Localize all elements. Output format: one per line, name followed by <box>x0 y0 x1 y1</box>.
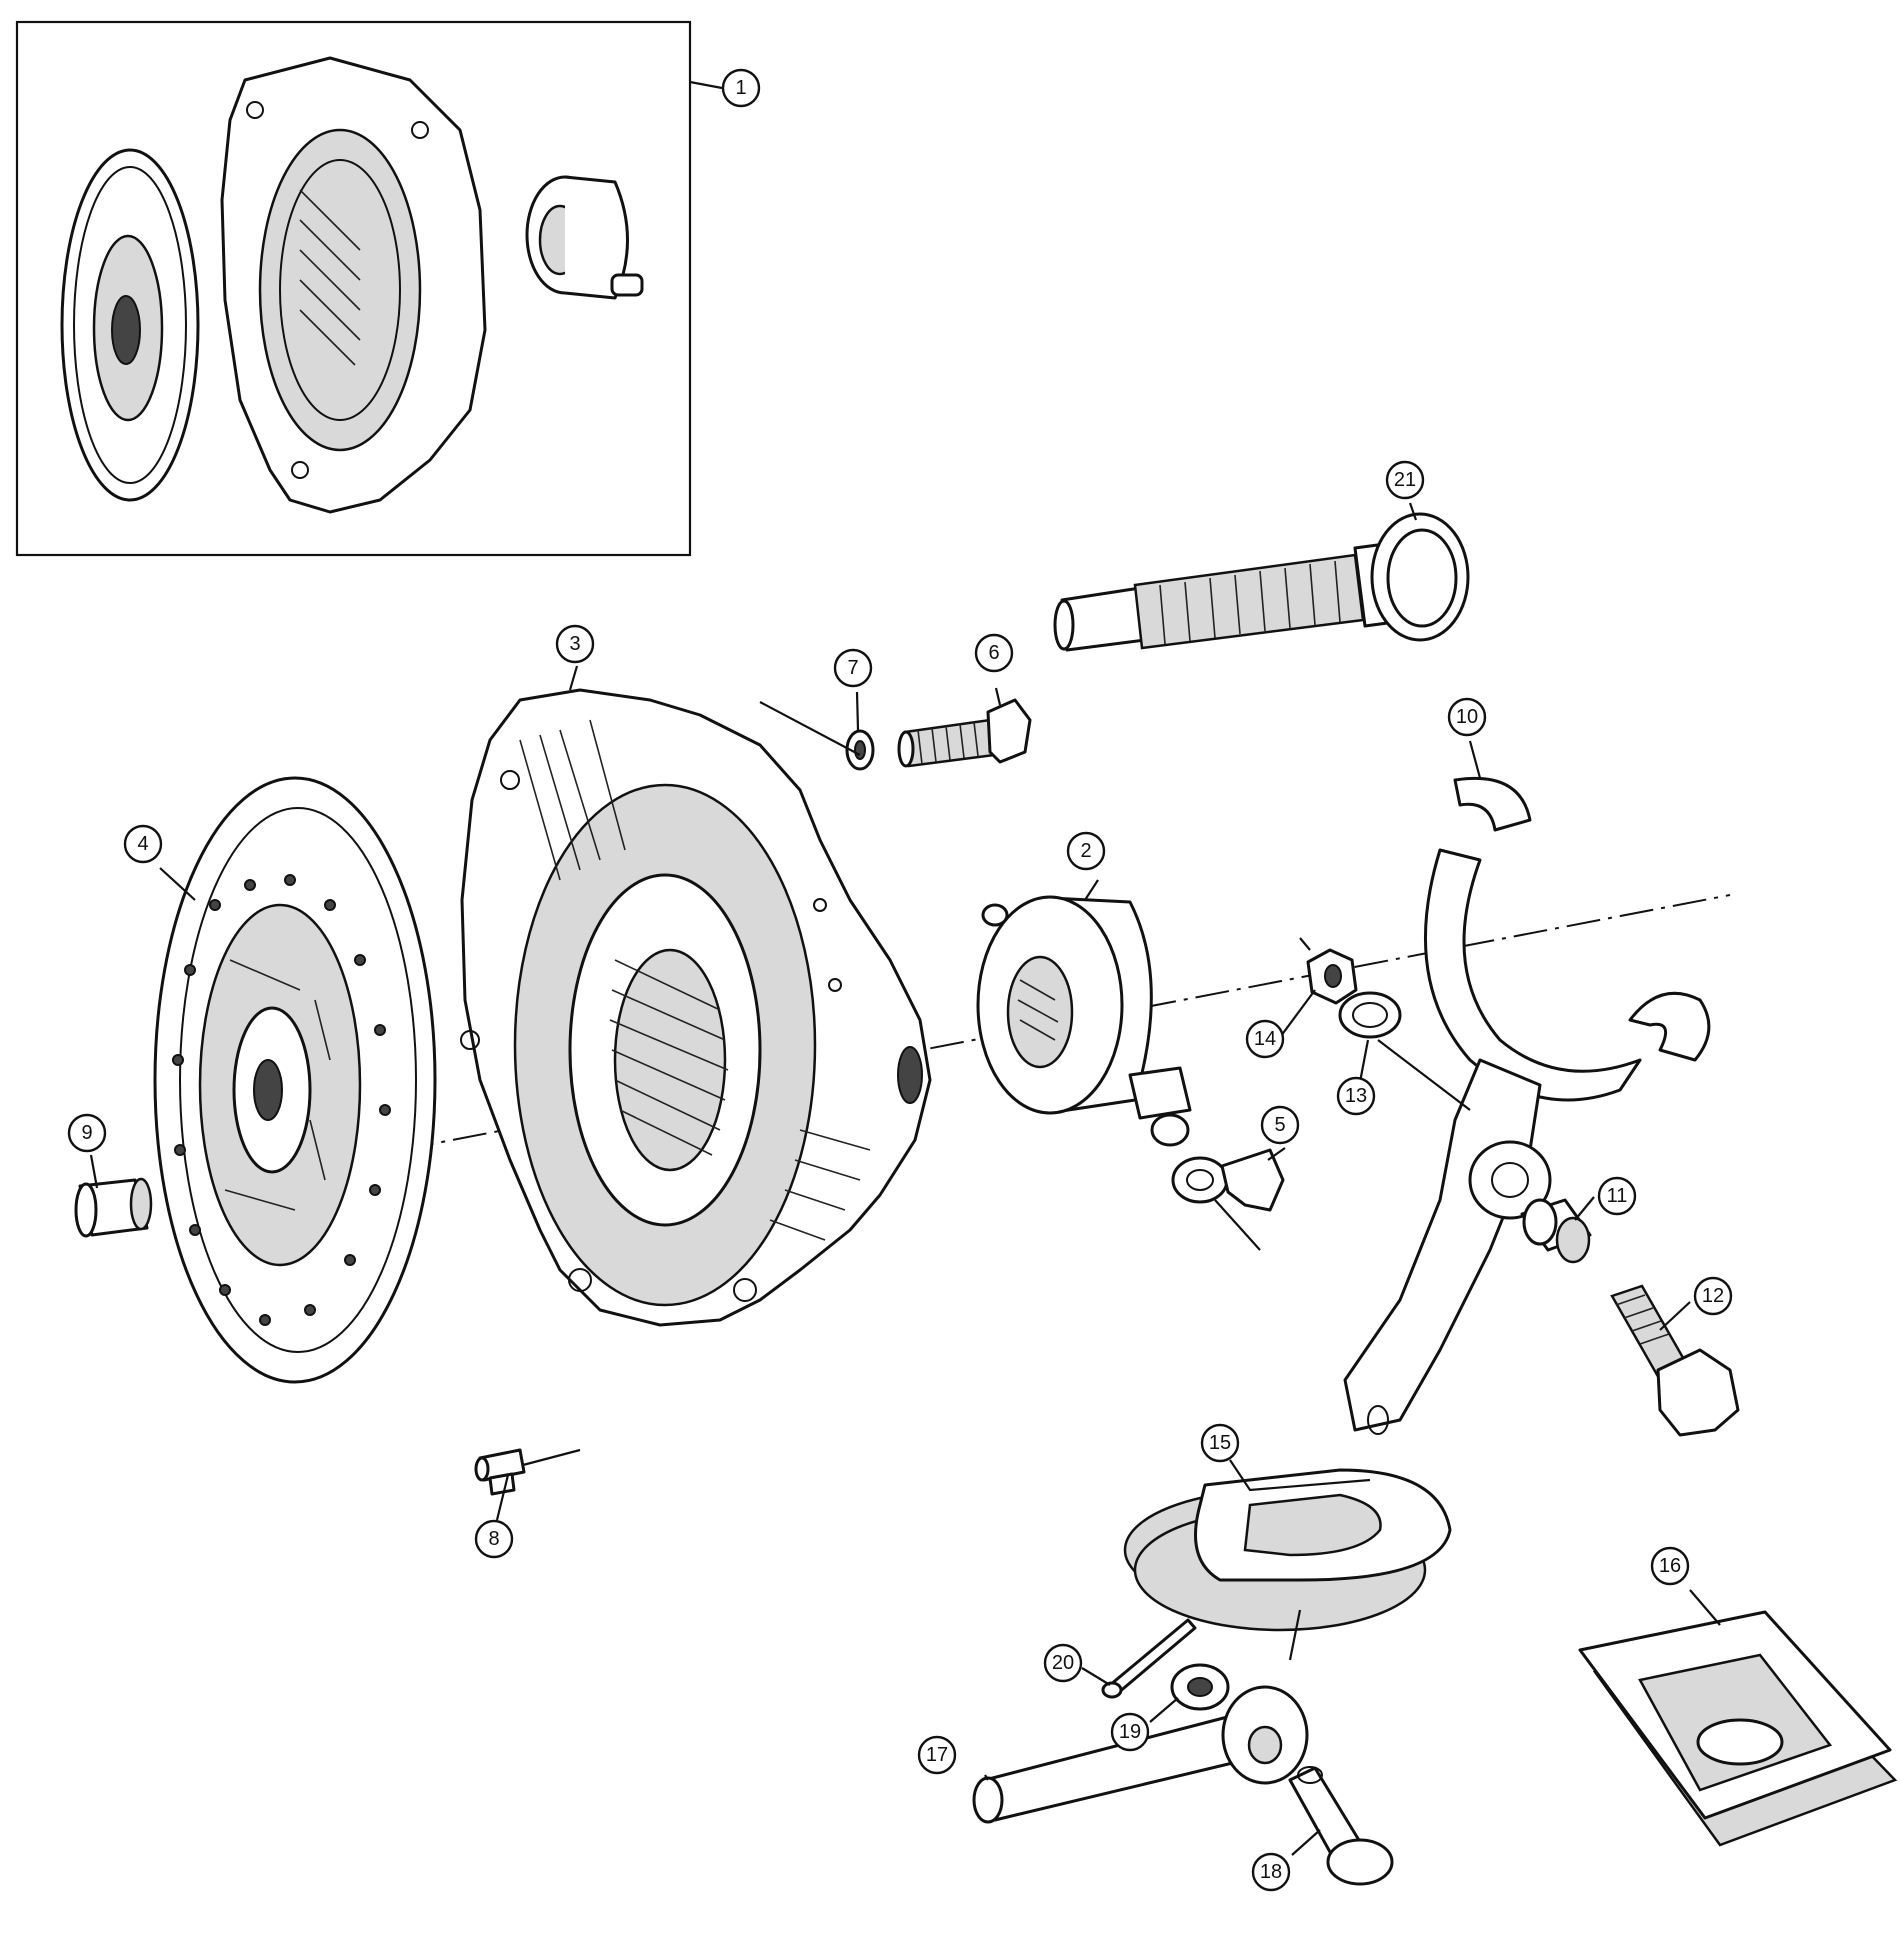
clutch-kit-inset <box>15 20 692 557</box>
washer <box>1338 991 1402 1039</box>
callout-20: 20 <box>1043 1643 1083 1683</box>
callout-label: 1 <box>735 77 746 99</box>
callout-label: 13 <box>1345 1085 1367 1107</box>
bush <box>1520 1198 1592 1264</box>
callout-4: 4 <box>123 824 163 864</box>
callout-label: 9 <box>81 1122 92 1144</box>
spring-washer <box>845 729 875 771</box>
nut <box>1299 937 1358 1005</box>
callout-21: 21 <box>1385 460 1425 500</box>
spigot-bush <box>74 1177 153 1238</box>
cross-shaft <box>1053 512 1470 652</box>
callout-7: 7 <box>833 648 873 688</box>
callout-label: 4 <box>137 833 148 855</box>
pivot-bolt <box>1610 1284 1740 1437</box>
bolt <box>897 698 1032 768</box>
callout-16: 16 <box>1650 1546 1690 1586</box>
callout-label: 19 <box>1119 1721 1141 1743</box>
push-rod <box>972 1685 1309 1824</box>
leader-lines <box>89 80 1721 1856</box>
callout-label: 7 <box>847 657 858 679</box>
callout-label: 16 <box>1659 1555 1681 1577</box>
callout-3: 3 <box>555 624 595 664</box>
callout-label: 20 <box>1052 1652 1074 1674</box>
clutch-cover-assembly <box>460 688 932 1327</box>
driven-plate <box>153 776 437 1384</box>
callout-label: 11 <box>1607 1185 1628 1207</box>
callout-17: 17 <box>917 1735 957 1775</box>
callout-11: 11 <box>1597 1176 1637 1216</box>
callout-2: 2 <box>1066 831 1106 871</box>
release-bearing <box>976 895 1192 1147</box>
callout-label: 5 <box>1274 1114 1285 1136</box>
callout-5: 5 <box>1260 1105 1300 1145</box>
callout-14: 14 <box>1245 1019 1285 1059</box>
callout-label: 12 <box>1702 1285 1724 1307</box>
callout-18: 18 <box>1251 1852 1291 1892</box>
callout-9: 9 <box>67 1113 107 1153</box>
rubber-boot <box>1578 1610 1898 1847</box>
plain-washer <box>1170 1663 1230 1711</box>
inset-release-bearing <box>525 175 644 300</box>
callout-label: 8 <box>488 1528 499 1550</box>
callout-label: 21 <box>1394 469 1416 491</box>
callout-label: 10 <box>1456 706 1478 728</box>
split-pin <box>1101 1618 1197 1699</box>
callout-label: 15 <box>1209 1432 1231 1454</box>
callout-15: 15 <box>1200 1423 1240 1463</box>
inset-cover <box>220 56 487 514</box>
inset-frame <box>15 20 692 557</box>
clutch-fork <box>1343 776 1711 1435</box>
gaiter <box>1123 1468 1452 1661</box>
callout-label: 3 <box>569 633 580 655</box>
callout-label: 2 <box>1080 840 1091 862</box>
callout-13: 13 <box>1336 1076 1376 1116</box>
callout-label: 6 <box>988 642 999 664</box>
callout-label: 17 <box>926 1744 948 1766</box>
dowel <box>474 1448 526 1496</box>
callout-10: 10 <box>1447 697 1487 737</box>
callout-6: 6 <box>974 633 1014 673</box>
callout-1: 1 <box>721 68 761 108</box>
callout-label: 18 <box>1260 1861 1282 1883</box>
callout-label: 14 <box>1254 1028 1276 1050</box>
clevis-pin <box>1288 1766 1394 1886</box>
callout-8: 8 <box>474 1519 514 1559</box>
callout-12: 12 <box>1693 1276 1733 1316</box>
inset-driven-plate <box>60 148 200 502</box>
callout-19: 19 <box>1110 1712 1150 1752</box>
retaining-clip <box>1171 1148 1285 1251</box>
